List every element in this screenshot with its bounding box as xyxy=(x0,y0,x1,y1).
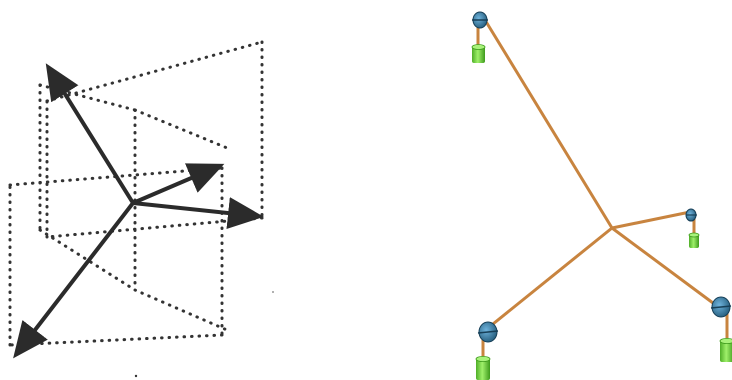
string-right xyxy=(610,210,692,230)
pulley-bottom-right xyxy=(710,296,732,318)
dotted-interior xyxy=(38,83,234,332)
vector-diagram xyxy=(8,40,274,378)
pulley-right xyxy=(685,208,697,222)
vector-upper-right xyxy=(131,163,225,205)
stray-dot xyxy=(134,374,138,378)
weight-bottom-right xyxy=(719,338,732,362)
dotted-plane-back xyxy=(45,40,264,239)
vector-right xyxy=(131,197,264,229)
strings xyxy=(476,18,729,360)
pulley-model-panel xyxy=(420,0,732,380)
pulley-bottom-left xyxy=(477,321,499,343)
vector-arrows xyxy=(13,63,264,359)
string-bottom-left xyxy=(486,226,614,330)
pulley-top-left xyxy=(472,11,488,29)
pulley-model xyxy=(471,11,732,380)
weight-bottom-left xyxy=(475,355,491,380)
string-top-left xyxy=(483,18,614,230)
stray-dot xyxy=(272,291,274,293)
weight-right xyxy=(688,232,700,248)
vector-upper-left xyxy=(45,63,135,205)
vector-lower-left xyxy=(13,201,135,359)
string-bottom-right xyxy=(610,226,719,308)
vector-diagram-panel xyxy=(0,0,300,380)
weight-top-left xyxy=(471,44,486,63)
